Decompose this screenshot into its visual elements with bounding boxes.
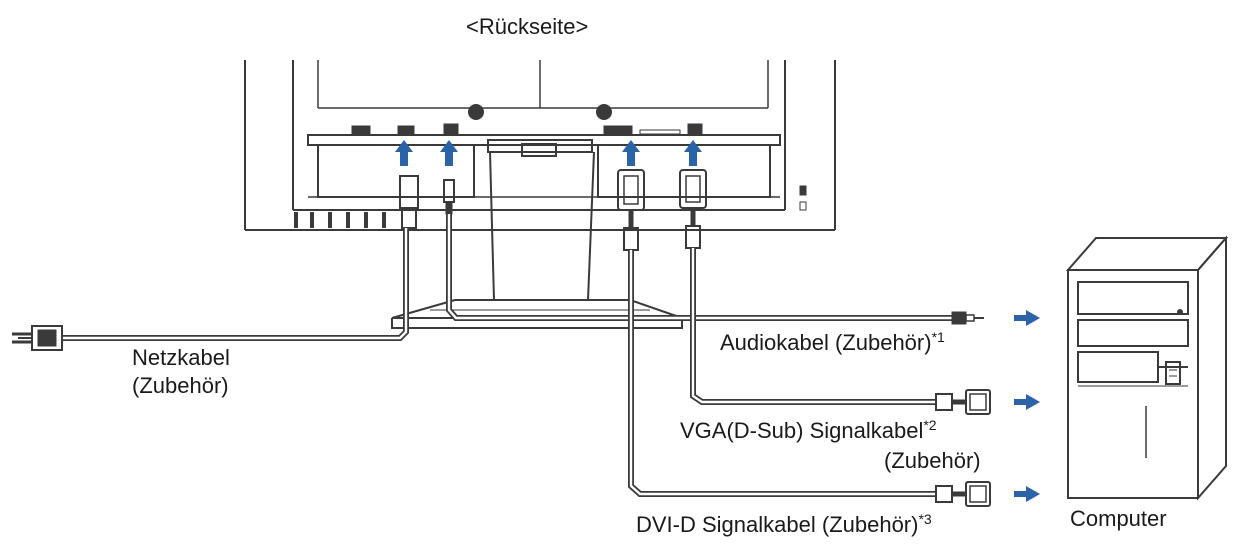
port-arrows <box>395 140 702 166</box>
vga-cable-label-line2: (Zubehör) <box>884 448 981 473</box>
computer-tower <box>1065 235 1229 501</box>
arrow-right-icon <box>1014 486 1040 502</box>
page-title: <Rückseite> <box>466 14 589 39</box>
dvi-cable-text: DVI-D Signalkabel (Zubehör) <box>636 512 919 537</box>
vga-cable-label-line1: VGA(D-Sub) Signalkabel*2 <box>680 418 937 444</box>
dvi-cable <box>617 169 991 507</box>
arrow-up-icon <box>440 140 458 166</box>
audio-cable <box>443 179 984 325</box>
vga-cable-note: *2 <box>923 417 937 433</box>
arrow-up-icon <box>684 140 702 166</box>
dvi-cable-label: DVI-D Signalkabel (Zubehör)*3 <box>636 512 932 538</box>
arrow-up-icon <box>622 140 640 166</box>
vga-cable-text: VGA(D-Sub) Signalkabel <box>680 418 924 443</box>
arrow-right-icon <box>1014 394 1040 410</box>
computer-arrows <box>1014 310 1040 502</box>
computer-label: Computer <box>1070 506 1167 531</box>
power-cable <box>12 175 419 351</box>
arrow-up-icon <box>395 140 413 166</box>
audio-cable-text: Audiokabel (Zubehör) <box>720 330 932 355</box>
dvi-cable-note: *3 <box>918 511 932 527</box>
power-cable-label-line2: (Zubehör) <box>132 373 229 398</box>
vga-cable <box>679 169 991 415</box>
arrow-right-icon <box>1014 310 1040 326</box>
audio-cable-note: *1 <box>931 329 945 345</box>
audio-cable-label: Audiokabel (Zubehör)*1 <box>720 330 945 356</box>
power-cable-label-line1: Netzkabel <box>132 345 230 370</box>
